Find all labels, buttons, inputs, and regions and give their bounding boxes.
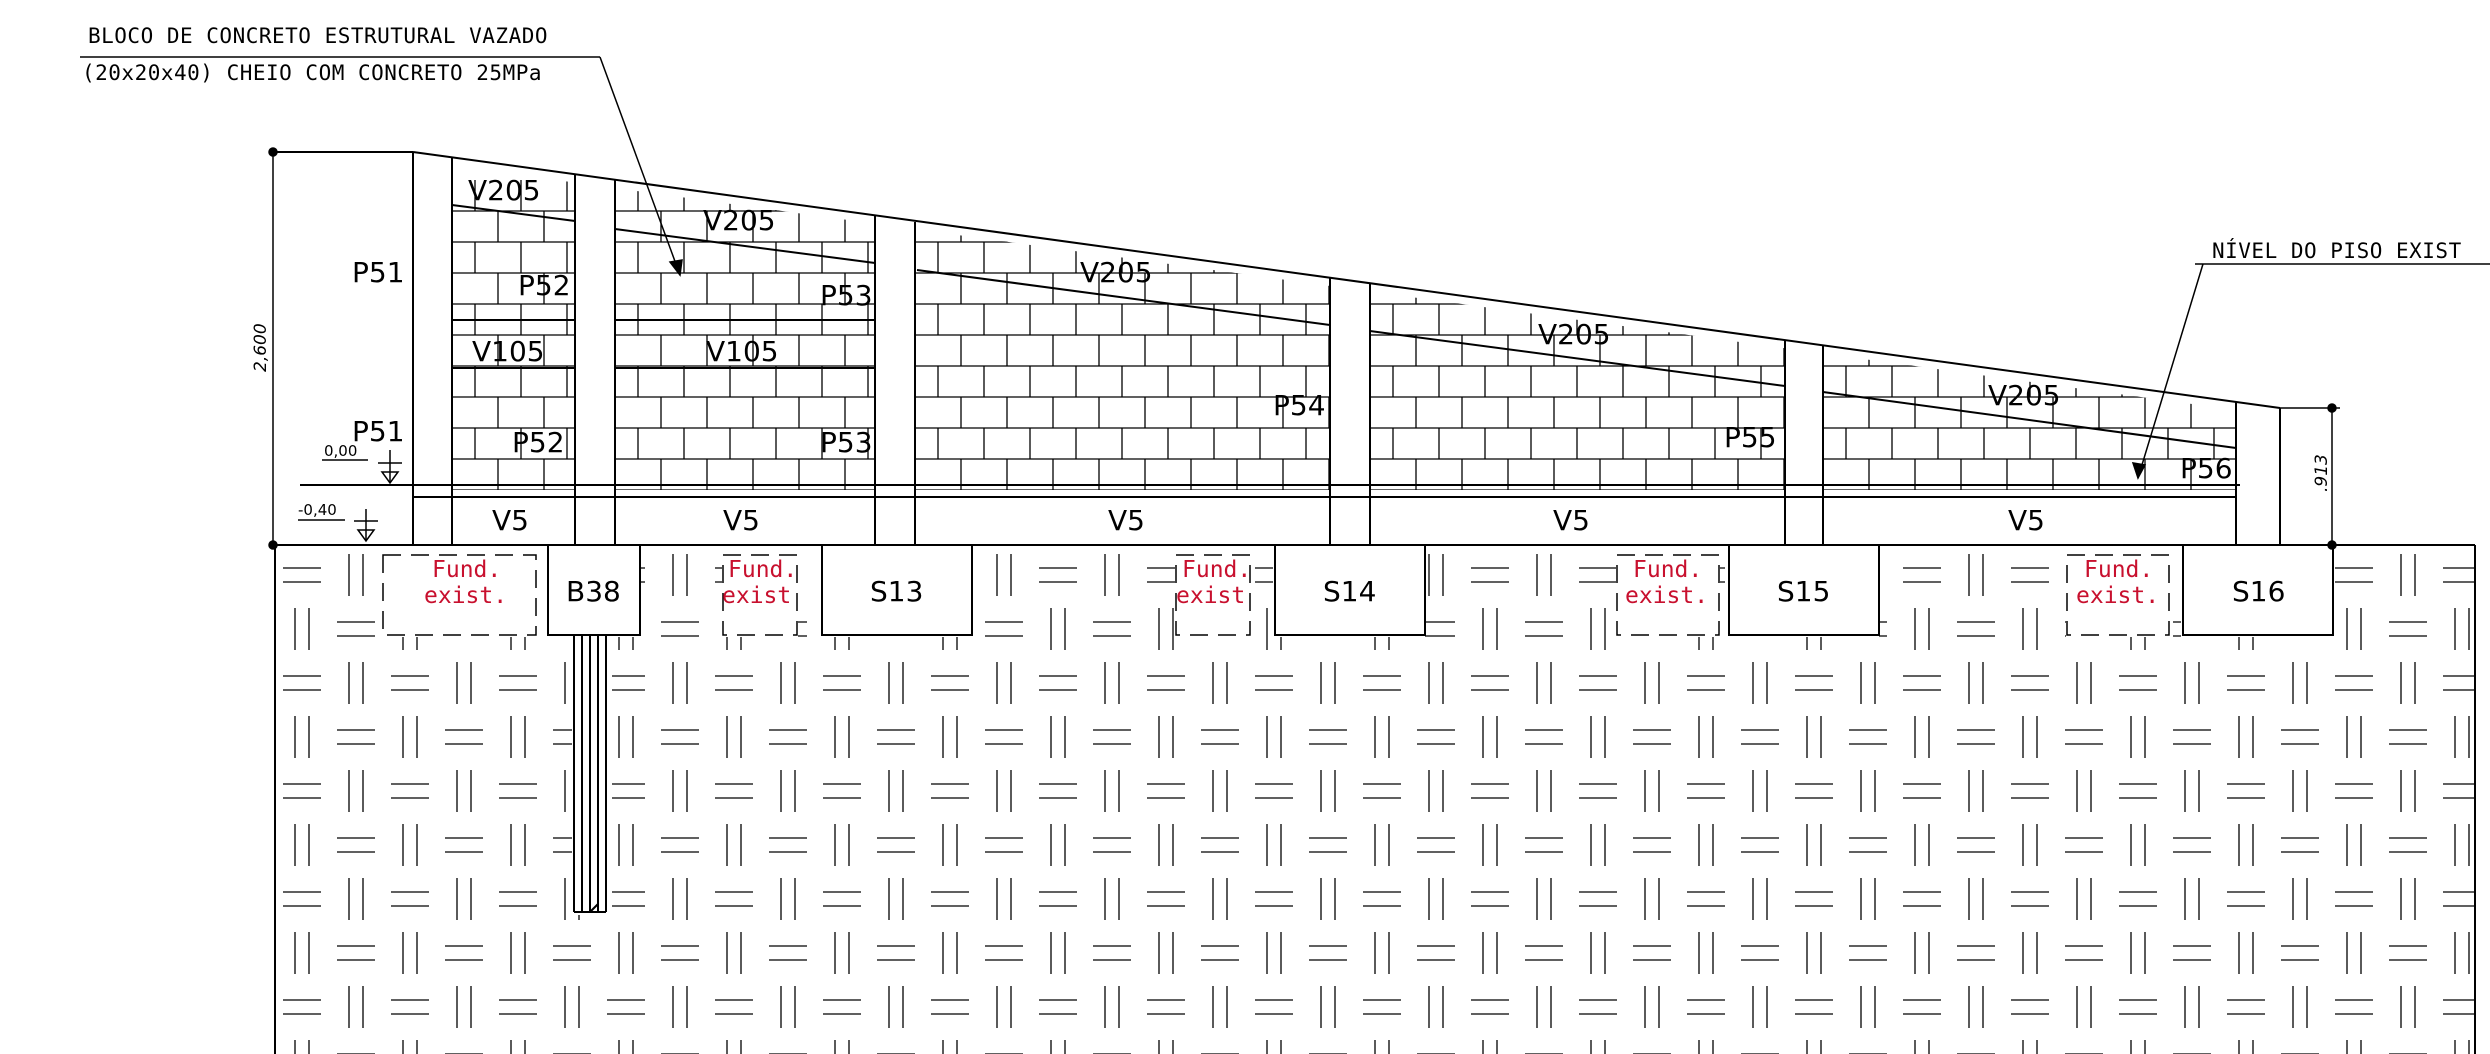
level-zero-label: 0,00: [324, 442, 357, 460]
footing-b38: B38: [566, 575, 621, 608]
structure-lines: [270, 151, 2476, 1054]
level-minus-label: -0,40: [298, 501, 337, 519]
pillar-p51-upper: P51: [352, 256, 405, 289]
existing-foundation-1-line2: exist.: [424, 583, 507, 609]
pillar-p56: P56: [2180, 452, 2233, 485]
block-callout-line2: (20x20x40) CHEIO COM CONCRETO 25MPa: [82, 61, 542, 85]
existing-foundation-5-line1: Fund.: [2084, 557, 2153, 583]
existing-foundation-3-line1: Fund.: [1182, 557, 1251, 583]
beam-v5-3: V5: [1108, 504, 1145, 537]
pillar-p53-lower: P53: [820, 426, 873, 459]
pillar-p52-lower: P52: [512, 426, 565, 459]
pillar-p52-upper: P52: [518, 269, 571, 302]
footing-s14: S14: [1323, 575, 1376, 608]
beam-v5-2: V5: [723, 504, 760, 537]
height-dimension-right: .913: [2312, 454, 2332, 492]
footing-masks: [382, 545, 2333, 915]
floor-level-callout: NÍVEL DO PISO EXIST: [2212, 238, 2462, 263]
height-dimension-left: 2,600: [251, 323, 271, 372]
existing-foundation-2-line2: exist: [722, 583, 791, 609]
pillar-p54: P54: [1273, 389, 1326, 422]
existing-foundation-5-line2: exist.: [2076, 583, 2159, 609]
existing-foundation-2-line1: Fund.: [728, 557, 797, 583]
footing-s15: S15: [1777, 575, 1830, 608]
existing-foundation-outlines: [382, 554, 2170, 636]
block-callout-line1: BLOCO DE CONCRETO ESTRUTURAL VAZADO: [88, 24, 548, 48]
beam-v205-5: V205: [1988, 379, 2061, 412]
beam-v5-5: V5: [2008, 504, 2045, 537]
existing-foundation-4-line2: exist.: [1625, 583, 1708, 609]
beam-v205-3: V205: [1080, 256, 1153, 289]
beam-v205-1: V205: [468, 174, 541, 207]
beam-v205-4: V205: [1538, 318, 1611, 351]
beam-v5-4: V5: [1553, 504, 1590, 537]
existing-foundation-3-line2: exist: [1176, 583, 1245, 609]
existing-foundation-1-line1: Fund.: [432, 557, 501, 583]
pillar-p55: P55: [1724, 421, 1777, 454]
pillar-p51-lower: P51: [352, 415, 405, 448]
beam-v5-1: V5: [492, 504, 529, 537]
footing-s13: S13: [870, 575, 923, 608]
beam-v205-2: V205: [703, 204, 776, 237]
beam-v105-2: V105: [706, 335, 779, 368]
footing-s16: S16: [2232, 575, 2285, 608]
beam-v105-1: V105: [472, 335, 545, 368]
existing-foundation-4-line1: Fund.: [1633, 557, 1702, 583]
dimension-lines: [80, 56, 2490, 550]
pillar-p53-upper: P53: [820, 279, 873, 312]
